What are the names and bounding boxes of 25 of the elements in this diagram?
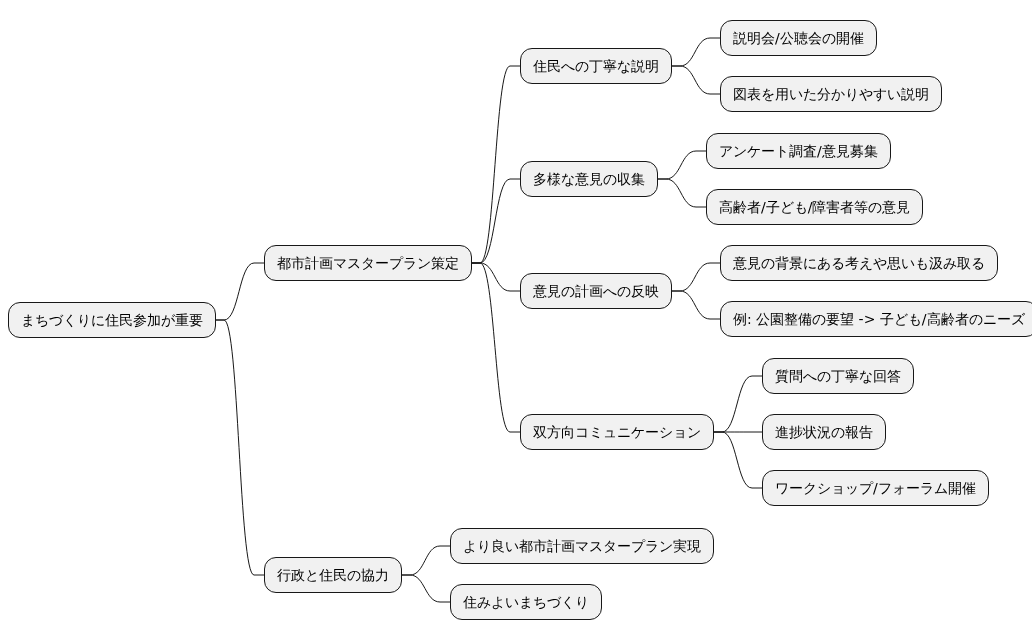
topic-box: 質問への丁寧な回答 bbox=[762, 358, 914, 394]
connector-line bbox=[471, 262, 521, 433]
topic-box: 住民への丁寧な説明 bbox=[520, 48, 672, 84]
connector-line bbox=[713, 431, 763, 489]
connector-line bbox=[215, 319, 265, 576]
connector-line bbox=[401, 574, 451, 603]
topic-box: より良い都市計画マスタープラン実現 bbox=[450, 528, 714, 564]
connector-line bbox=[671, 65, 721, 95]
topic-box: 図表を用いた分かりやすい説明 bbox=[720, 76, 942, 112]
topic-box: 進捗状況の報告 bbox=[762, 414, 886, 450]
topic-box: 住みよいまちづくり bbox=[450, 584, 602, 620]
topic-box: 説明会/公聴会の開催 bbox=[720, 20, 877, 56]
topic-box: 多様な意見の収集 bbox=[520, 161, 658, 197]
topic-box: 行政と住民の協力 bbox=[264, 557, 402, 593]
connector-line bbox=[657, 178, 707, 208]
topic-box: ワークショップ/フォーラム開催 bbox=[762, 470, 989, 506]
topic-box: 高齢者/子ども/障害者等の意見 bbox=[706, 189, 924, 225]
topic-box: 意見の背景にある考えや思いも汲み取る bbox=[720, 245, 998, 281]
topic-box: 意見の計画への反映 bbox=[520, 273, 672, 309]
topic-box: 双方向コミュニケーション bbox=[520, 414, 714, 450]
topic-box: 例: 公園整備の要望 -> 子ども/高齢者のニーズ bbox=[720, 301, 1032, 337]
topic-box: 都市計画マスタープラン策定 bbox=[264, 245, 472, 281]
topic-box: アンケート調査/意見募集 bbox=[706, 133, 891, 169]
topic-box: まちづくりに住民参加が重要 bbox=[8, 302, 216, 338]
connector-line bbox=[671, 290, 721, 320]
